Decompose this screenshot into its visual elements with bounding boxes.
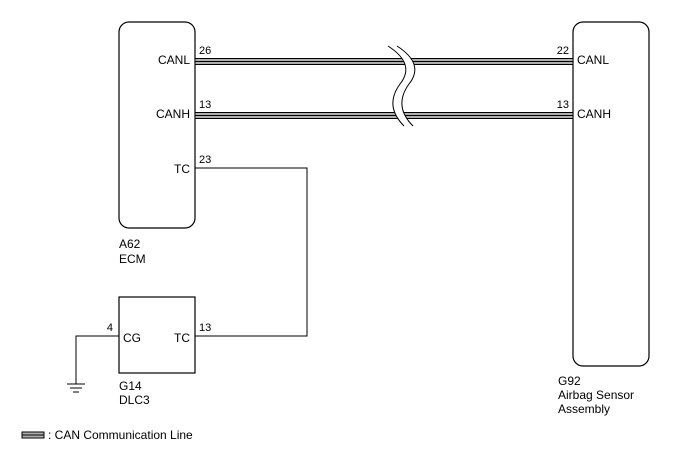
ecm-canl-pin-number: 26 (199, 45, 211, 57)
dlc-connector-code: G14 (119, 379, 142, 393)
ground-icon (67, 383, 85, 393)
dlc-tc-pin-name: TC (174, 331, 190, 345)
ecm-tc-pin-name: TC (174, 162, 190, 176)
airbag-sensor-box (572, 21, 650, 367)
dlc-cg-pin-number: 4 (107, 322, 113, 334)
dlc-cg-pin-name: CG (123, 331, 141, 345)
airbag-name-line2: Assembly (558, 402, 610, 416)
canl-can-line (194, 58, 574, 65)
dlc-name: DLC3 (119, 393, 150, 407)
airbag-connector-code: G92 (558, 374, 581, 388)
ecm-canl-pin-name: CANL (158, 53, 190, 67)
airbag-canl-pin-name: CANL (577, 53, 609, 67)
ecm-box (118, 21, 196, 229)
dlc3-box (118, 296, 196, 374)
ecm-canh-pin-number: 13 (199, 99, 211, 111)
airbag-canh-pin-name: CANH (577, 107, 611, 121)
ecm-connector-code: A62 (119, 237, 141, 251)
line-break-symbol (387, 45, 416, 127)
canh-can-line (194, 112, 574, 119)
airbag-canl-pin-number: 22 (557, 45, 569, 57)
airbag-canh-pin-number: 13 (557, 99, 569, 111)
ecm-tc-pin-number: 23 (199, 154, 211, 166)
ecm-canh-pin-name: CANH (156, 107, 190, 121)
tc-wire (195, 167, 308, 337)
legend-can-line-swatch (21, 431, 45, 439)
cg-ground-wire (75, 335, 119, 384)
ecm-name: ECM (119, 252, 146, 266)
dlc-tc-pin-number: 13 (199, 322, 211, 334)
airbag-name-line1: Airbag Sensor (558, 388, 634, 402)
legend-text: : CAN Communication Line (48, 428, 193, 442)
